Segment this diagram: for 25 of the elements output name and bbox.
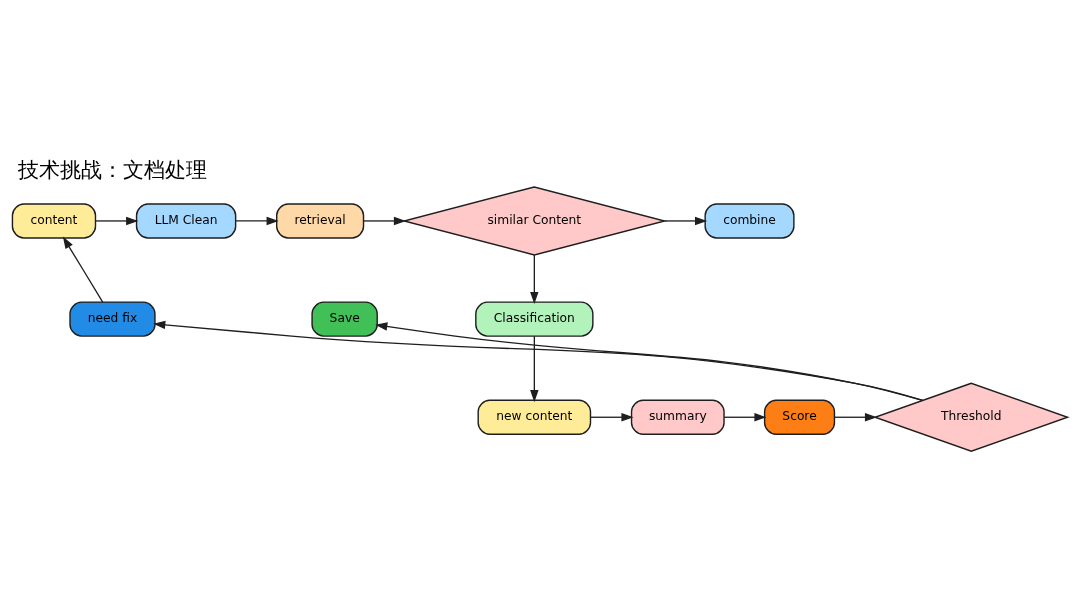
node-box: summary [630,399,725,435]
arrow [590,413,634,422]
arrow [723,413,767,422]
node-box: Classification [475,301,594,337]
node-diamond: Threshold [872,382,1070,452]
arrow [375,322,923,402]
node-box: need fix [69,301,156,337]
arrow [834,413,878,422]
arrow [530,335,539,403]
arrow [530,254,539,304]
node-box: combine [704,203,795,239]
arrow [663,216,708,226]
diagram-title: 技术挑战：文档处理 [17,158,207,183]
node-box: Score [763,399,836,435]
node-box: new content [477,399,592,435]
arrow [153,320,924,401]
node-box: LLM Clean [135,203,237,239]
node-box: content [11,203,97,239]
arrow [62,236,104,303]
arrow [94,216,139,226]
arrow [362,216,406,226]
node-box: Save [311,301,378,337]
node-diamond: similar Content [401,186,668,256]
node-box: retrieval [276,203,365,239]
arrow [235,216,279,226]
